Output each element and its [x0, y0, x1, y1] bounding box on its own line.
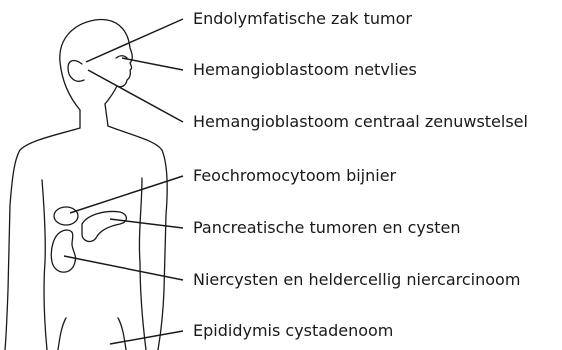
head-outline: [60, 20, 132, 110]
leader-cns: [88, 70, 183, 122]
kidney: [51, 230, 75, 272]
label-cns-hemangioblastoma: Hemangioblastoom centraal zenuwstelsel: [193, 112, 528, 132]
label-pheochromocytoma: Feochromocytoom bijnier: [193, 166, 396, 186]
label-renal-cysts-carcinoma: Niercysten en heldercellig niercarcinoom: [193, 270, 520, 290]
pancreas: [82, 212, 126, 242]
neck-outline: [80, 104, 108, 128]
label-pancreatic-tumors: Pancreatische tumoren en cysten: [193, 218, 460, 238]
ear-outline: [68, 61, 84, 82]
eye-outline: [116, 56, 127, 58]
label-retinal-hemangioblastoma: Hemangioblastoom netvlies: [193, 60, 417, 80]
leader-endolymphatic: [86, 19, 183, 62]
label-epididymal-cystadenoma: Epididymis cystadenoom: [193, 321, 393, 341]
leader-epididymis: [110, 331, 183, 344]
label-endolymphatic-sac-tumor: Endolymfatische zak tumor: [193, 9, 412, 29]
legs-outline: [58, 318, 126, 350]
adrenal-gland: [54, 207, 78, 225]
